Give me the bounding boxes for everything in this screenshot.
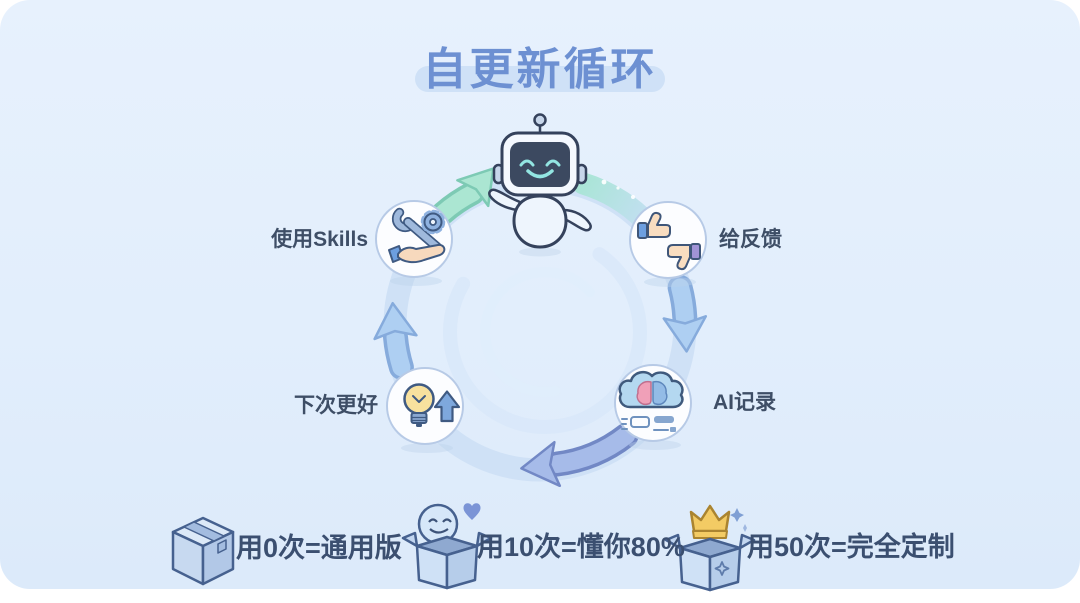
- sparkle-dot: [616, 186, 620, 190]
- robot-eye-left: [519, 159, 535, 167]
- legend-label-50-uses: 用50次=完全定制: [747, 532, 955, 562]
- node-label-give-feedback: 给反馈: [719, 228, 782, 251]
- wrench-gear-hand-icon: [388, 207, 446, 264]
- legend-label-10-uses: 用10次=懂你80%: [477, 532, 685, 562]
- node-circle-give-feedback: [629, 201, 707, 279]
- node-label-next-better: 下次更好: [294, 394, 378, 417]
- robot-eye-right: [545, 159, 561, 167]
- page-title: 自更新循环: [422, 45, 658, 94]
- background-card: [0, 0, 1080, 589]
- robot-mascot: [488, 113, 592, 257]
- robot-screen: [510, 142, 570, 187]
- arrow-down-right-side: [662, 275, 708, 353]
- cloud-brain-icon: [618, 370, 684, 432]
- bulb-up-arrow-icon: [403, 383, 461, 427]
- star-icon: [714, 561, 730, 576]
- robot-shadow: [519, 247, 561, 257]
- sparkle-dot: [601, 179, 607, 185]
- open-box-smiley-heart-icon: [401, 503, 493, 590]
- robot-arm-left: [488, 188, 522, 212]
- crown-icon: [689, 504, 731, 533]
- sparkle-icon: [730, 508, 744, 522]
- thumbs-up-down-icon: [637, 211, 701, 271]
- heart-icon: [463, 503, 481, 520]
- robot-arm-right: [558, 208, 592, 232]
- robot-body: [512, 194, 568, 249]
- closed-box-icon: [171, 516, 235, 586]
- robot-smile: [526, 169, 554, 179]
- open-box-crown-icon: [664, 504, 756, 592]
- arrow-up-left-side: [373, 301, 418, 380]
- arrow-mint-up-right: [430, 167, 495, 226]
- sparkle-dot: [631, 195, 635, 199]
- node-label-ai-record: AI记录: [713, 391, 776, 414]
- node-circle-use-skills: [375, 200, 453, 278]
- arrow-left-bottom: [520, 422, 639, 488]
- legend-label-0-uses: 用0次=通用版: [236, 533, 402, 563]
- title-highlight: [415, 66, 665, 92]
- node-label-use-skills: 使用Skills: [271, 228, 368, 251]
- sparkle-icon: [743, 524, 747, 532]
